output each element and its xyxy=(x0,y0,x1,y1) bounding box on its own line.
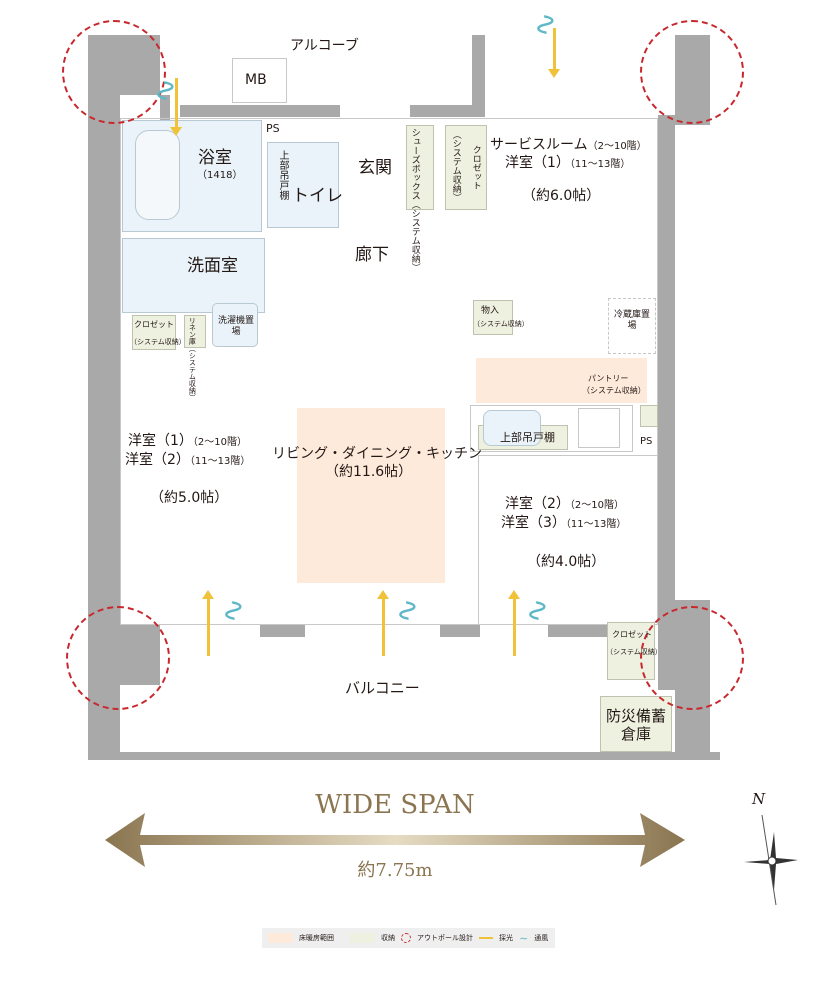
floor-heating-kitchen xyxy=(476,358,647,403)
label-shoe-box: シューズボックス（システム収納） xyxy=(409,128,420,272)
label-toilet: トイレ xyxy=(292,186,343,206)
label-ldk-size: （約11.6帖） xyxy=(325,464,413,480)
label-closet-left-sys: （システム収納） xyxy=(130,338,186,346)
ventilation-icon: ∿ xyxy=(216,598,251,624)
kitchen-sink xyxy=(483,410,541,446)
east-room-outline xyxy=(478,455,658,625)
label-disaster-storage: 防災備蓄倉庫 xyxy=(605,707,666,743)
legend-sunlight-icon xyxy=(479,937,493,939)
label-washroom: 洗面室 xyxy=(187,256,238,276)
wall xyxy=(260,625,305,637)
wall xyxy=(658,115,675,600)
label-ldk: リビング・ダイニング・キッチン xyxy=(272,446,482,462)
label-closet: クロゼット xyxy=(470,145,481,190)
sunlight-arrow-icon xyxy=(377,590,389,656)
label-ps: PS xyxy=(266,122,280,135)
mb-box xyxy=(232,58,287,103)
label-closet-right: クロゼット xyxy=(612,630,652,639)
label-hall: 廊下 xyxy=(355,245,389,265)
wide-span-width: 約7.75m xyxy=(357,860,433,881)
label-kitchen-cabinet: 上部吊戸棚 xyxy=(500,431,555,444)
wall xyxy=(410,105,485,117)
ventilation-icon: ∿ xyxy=(528,12,563,38)
label-mb: MB xyxy=(245,72,267,88)
compass-icon xyxy=(744,814,798,906)
label-west-room-size: （約5.0帖） xyxy=(150,490,229,506)
closet-vertical xyxy=(445,125,487,210)
outpole-marker xyxy=(66,606,170,710)
label-east-room-alt: 洋室（3）（11〜13階） xyxy=(501,515,627,531)
shoe-box xyxy=(406,125,434,210)
ventilation-icon: ∿ xyxy=(148,78,183,104)
pantry-storage xyxy=(640,405,658,427)
label-service-room-size: （約6.0帖） xyxy=(522,188,601,204)
kitchen-counter xyxy=(470,405,633,452)
legend-swatch-storage xyxy=(350,933,375,943)
outpole-marker xyxy=(62,20,166,124)
label-storage: 物入 xyxy=(481,306,500,316)
wide-span-title: WIDE SPAN xyxy=(315,790,475,820)
linen-storage xyxy=(184,315,206,348)
sunlight-arrow-icon xyxy=(202,590,214,656)
ventilation-icon: ∿ xyxy=(520,598,555,624)
sunlight-arrow-icon xyxy=(548,28,560,78)
legend-outpole-icon xyxy=(401,933,411,943)
label-closet-right-sys: （システム収納） xyxy=(606,648,662,656)
fridge-space xyxy=(608,298,656,354)
toilet-area xyxy=(267,142,339,228)
sunlight-arrow-icon xyxy=(170,78,182,136)
label-west-room-alt: 洋室（2）（11〜13階） xyxy=(125,452,251,468)
unit-outline xyxy=(120,118,658,625)
legend-swatch-floor-heating xyxy=(268,933,293,943)
label-east-room-size: （約4.0帖） xyxy=(527,554,606,570)
wall xyxy=(440,625,480,637)
label-fridge: 冷蔵庫置場 xyxy=(613,310,650,331)
closet-left xyxy=(132,315,176,350)
label-bath-size: （1418） xyxy=(197,170,243,181)
label-balcony: バルコニー xyxy=(345,679,420,697)
outpole-marker xyxy=(640,606,744,710)
label-service-room-alt: 洋室（1）（11〜13階） xyxy=(505,155,631,171)
wall xyxy=(472,35,485,115)
compass-north-label: N xyxy=(752,790,766,808)
wall xyxy=(120,752,720,760)
label-ps-kitchen: PS xyxy=(640,436,653,447)
disaster-storage xyxy=(600,696,672,752)
bathtub xyxy=(135,130,180,220)
label-storage-sys: （システム収納） xyxy=(473,320,529,328)
wall xyxy=(180,105,340,117)
washroom-area xyxy=(122,238,265,313)
legend-ventilation-icon: ∼ xyxy=(519,931,529,945)
storage-box xyxy=(473,300,513,335)
wide-span-arrow-icon xyxy=(105,813,685,867)
label-pantry-sys: （システム収納） xyxy=(582,386,646,395)
wall xyxy=(160,95,170,120)
label-alcove: アルコーブ xyxy=(290,38,359,54)
label-east-room: 洋室（2）（2〜10階） xyxy=(505,496,625,512)
sunlight-arrow-icon xyxy=(508,590,520,656)
label-pantry: パントリー xyxy=(588,374,629,383)
label-bath: 浴室 xyxy=(198,148,232,168)
stove xyxy=(578,408,620,448)
wall xyxy=(548,625,613,637)
label-closet-sys: （システム収納） xyxy=(450,130,461,202)
label-west-room: 洋室（1）（2〜10階） xyxy=(128,433,248,449)
label-closet-left: クロゼット xyxy=(134,320,174,329)
label-washer: 洗濯機置場 xyxy=(218,316,255,337)
outpole-marker xyxy=(640,20,744,124)
washer-space xyxy=(212,303,258,347)
label-linen: リネン庫（システム収納） xyxy=(188,317,197,401)
ventilation-icon: ∿ xyxy=(390,598,425,624)
legend: 床暖房範囲 収納 アウトポール設計 採光 ∼通風 xyxy=(262,928,555,948)
floor-heating-ldk xyxy=(297,408,445,583)
label-upper-cabinet: 上部吊戸棚 xyxy=(277,150,288,200)
label-service-room: サービスルーム（2〜10階） xyxy=(490,137,647,153)
label-entrance: 玄関 xyxy=(358,158,392,178)
